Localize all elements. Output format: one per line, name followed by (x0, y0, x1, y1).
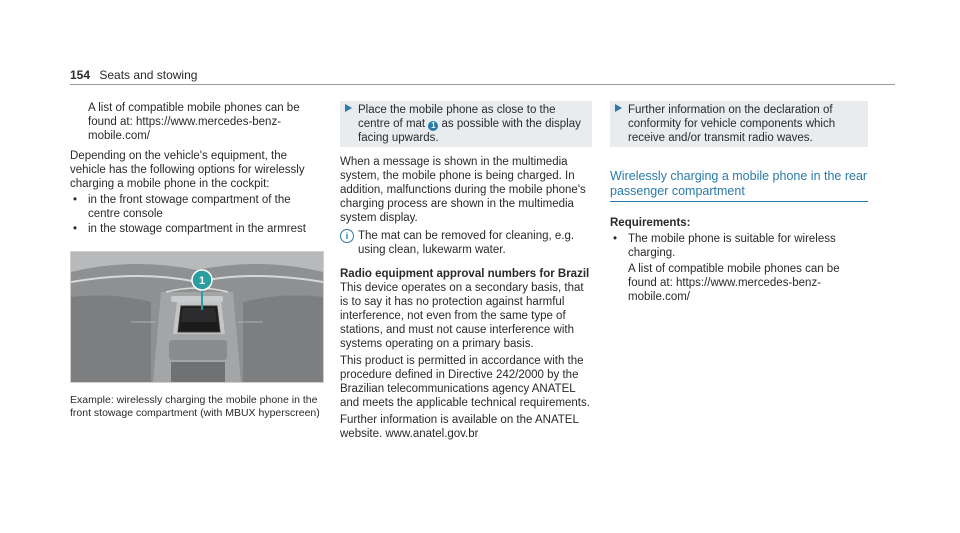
column-right: Further information on the declaration o… (610, 101, 868, 304)
page-number: 154 (70, 68, 91, 82)
column-middle: Place the mobile phone as close to the c… (340, 101, 592, 441)
step-arrow-icon (615, 104, 622, 112)
list-item: in the stowage compartment in the armres… (70, 222, 322, 236)
list-item: in the front stowage compartment of the … (70, 193, 322, 221)
charging-locations-list: in the front stowage compartment of the … (70, 193, 322, 236)
step-arrow-icon (345, 104, 352, 112)
radio-paragraph-2: This product is permitted in accordance … (340, 355, 590, 409)
cockpit-charging-illustration: 1 (70, 251, 324, 383)
cockpit-illustration-svg: 1 (71, 252, 323, 382)
list-item: The mobile phone is suitable for wireles… (610, 232, 868, 260)
radio-paragraph-1: This device operates on a secondary basi… (340, 282, 584, 350)
compat-phones-text: A list of compatible mobile phones can b… (628, 263, 840, 303)
radio-paragraph-3: Further information is available on the … (340, 414, 579, 440)
header-divider (70, 84, 895, 85)
cleaning-note: i The mat can be removed for cleaning, e… (340, 229, 592, 257)
requirements-list: The mobile phone is suitable for wireles… (610, 232, 868, 260)
options-intro-text: Depending on the vehicle's equipment, th… (70, 150, 305, 190)
section-title: Seats and stowing (99, 68, 198, 82)
column-left: A list of compatible mobile phones can b… (70, 101, 322, 237)
figure-caption: Example: wirelessly charging the mobile … (70, 394, 320, 419)
radio-approval-heading: Radio equipment approval numbers for Bra… (340, 268, 590, 280)
instruction-step: Further information on the declaration o… (610, 101, 868, 147)
instruction-step: Place the mobile phone as close to the c… (340, 101, 592, 147)
requirements-label: Requirements: (610, 217, 691, 229)
info-icon: i (340, 229, 354, 243)
section-heading: Wirelessly charging a mobile phone in th… (610, 169, 868, 202)
charging-message-text: When a message is shown in the multimedi… (340, 156, 586, 224)
compat-phones-text: A list of compatible mobile phones can b… (88, 102, 300, 142)
mat-callout-badge: 1 (428, 121, 439, 131)
page-header: 154 Seats and stowing (70, 68, 197, 82)
figure-callout: 1 (199, 275, 205, 287)
